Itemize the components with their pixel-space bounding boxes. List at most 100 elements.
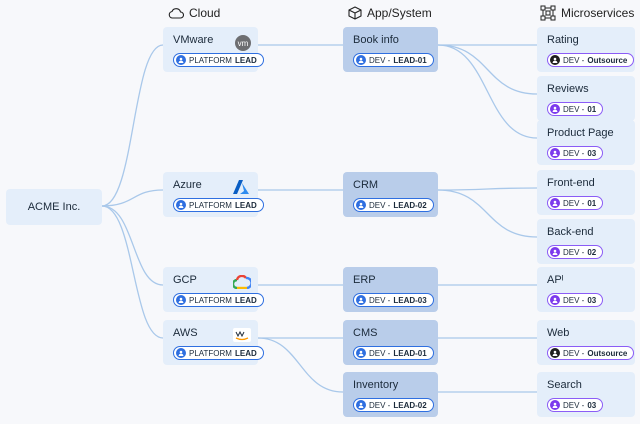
badge-level: Outsource [587, 55, 628, 65]
link-bookinfo-productpage [437, 44, 538, 139]
cloud-name: Azure [173, 179, 202, 191]
badge-level: 01 [587, 198, 597, 208]
cloud-name: VMware [173, 34, 214, 46]
service-node-rating[interactable]: Rating DEV - Outsource [537, 27, 635, 72]
platform-badge: PLATFORM LEAD [173, 346, 264, 360]
badge-role: DEV - [369, 55, 391, 65]
service-name: Product Page [547, 127, 614, 139]
app-node-inventory[interactable]: Inventory DEV - LEAD-02 [343, 372, 438, 417]
app-node-cms[interactable]: CMS DEV - LEAD-01 [343, 320, 438, 365]
service-node-search[interactable]: Search DEV - 03 [537, 372, 635, 417]
user-icon [550, 247, 560, 257]
badge-role: DEV - [563, 104, 585, 114]
cloud-node-aws[interactable]: AWS PLATFORM LEAD [163, 320, 264, 365]
badge-level: LEAD [234, 200, 257, 210]
service-node-frontend[interactable]: Front-end DEV - 01 [537, 170, 635, 215]
app-node-crm[interactable]: CRM DEV - LEAD-02 [343, 172, 438, 217]
service-node-web[interactable]: Web DEV - Outsource [537, 320, 635, 365]
user-icon [356, 55, 366, 65]
root-node[interactable]: ACME Inc. [6, 189, 102, 225]
user-icon [356, 348, 366, 358]
app-node-bookinfo[interactable]: Book info DEV - LEAD-01 [343, 27, 438, 72]
platform-badge: PLATFORM LEAD [173, 198, 264, 212]
badge-level: Outsource [587, 348, 628, 358]
cloud-node-gcp[interactable]: GCP PLATFORM LEAD [163, 267, 264, 312]
azure-logo-icon [233, 180, 249, 194]
user-icon [356, 200, 366, 210]
service-name: Rating [547, 34, 579, 46]
badge-role: PLATFORM [189, 348, 232, 358]
service-node-api[interactable]: APᴵ DEV - 03 [537, 267, 635, 312]
service-node-productpage[interactable]: Product Page DEV - 03 [537, 120, 635, 165]
dev-badge: DEV - 03 [547, 146, 604, 160]
header-app: App/System [348, 4, 432, 22]
user-icon [550, 400, 560, 410]
service-name: Back-end [547, 226, 594, 238]
app-name: Book info [353, 34, 399, 46]
badge-level: 03 [587, 295, 597, 305]
badge-role: DEV - [563, 247, 585, 257]
badge-level: LEAD-02 [393, 200, 427, 210]
badge-role: DEV - [563, 148, 585, 158]
badge-level: LEAD [234, 348, 257, 358]
header-app-label: App/System [367, 6, 432, 20]
badge-role: PLATFORM [189, 295, 232, 305]
cloud-name: AWS [173, 327, 198, 339]
badge-role: DEV - [369, 200, 391, 210]
badge-level: LEAD-01 [393, 55, 427, 65]
microservices-icon [540, 5, 556, 21]
header-micro-label: Microservices [561, 6, 635, 20]
user-icon [356, 295, 366, 305]
badge-role: DEV - [563, 400, 585, 410]
user-icon [176, 55, 186, 65]
app-name: Inventory [353, 379, 399, 391]
badge-level: 03 [587, 148, 597, 158]
platform-badge: PLATFORM LEAD [173, 293, 264, 307]
platform-badge: PLATFORM LEAD [173, 53, 264, 67]
badge-role: DEV - [369, 348, 391, 358]
dev-badge: DEV - LEAD-02 [353, 398, 434, 412]
badge-level: 01 [587, 104, 597, 114]
badge-level: LEAD-01 [393, 348, 427, 358]
user-icon [176, 295, 186, 305]
link-root-vmware [101, 44, 164, 207]
badge-level: LEAD-03 [393, 295, 427, 305]
app-node-erp[interactable]: ERP DEV - LEAD-03 [343, 267, 438, 312]
badge-role: DEV - [563, 198, 585, 208]
dev-badge: DEV - LEAD-03 [353, 293, 434, 307]
dev-badge: DEV - 01 [547, 102, 604, 116]
cloud-node-vmware[interactable]: VMware vm PLATFORM LEAD [163, 27, 264, 72]
dev-badge: DEV - 03 [547, 398, 604, 412]
service-node-reviews[interactable]: Reviews DEV - 01 [537, 76, 635, 121]
user-icon [550, 198, 560, 208]
app-name: ERP [353, 274, 376, 286]
user-icon [550, 295, 560, 305]
root-label: ACME Inc. [27, 201, 81, 213]
badge-role: DEV - [369, 400, 391, 410]
link-root-gcp [101, 205, 164, 286]
dev-badge: DEV - 02 [547, 245, 604, 259]
badge-role: PLATFORM [189, 55, 232, 65]
header-cloud-label: Cloud [189, 6, 221, 20]
outsource-badge: DEV - Outsource [547, 346, 635, 360]
app-name: CMS [353, 327, 378, 339]
cloud-node-azure[interactable]: Azure PLATFORM LEAD [163, 172, 264, 217]
badge-role: DEV - [369, 295, 391, 305]
service-node-backend[interactable]: Back-end DEV - 02 [537, 219, 635, 264]
cloud-icon [168, 8, 184, 19]
badge-level: 02 [587, 247, 597, 257]
badge-role: DEV - [563, 348, 585, 358]
header-cloud: Cloud [168, 4, 220, 22]
gcp-logo-icon [233, 275, 251, 289]
badge-level: LEAD-02 [393, 400, 427, 410]
outsource-badge: DEV - Outsource [547, 53, 635, 67]
badge-role: PLATFORM [189, 200, 232, 210]
user-icon [176, 200, 186, 210]
badge-level: 03 [587, 400, 597, 410]
badge-level: LEAD [234, 295, 257, 305]
dev-badge: DEV - LEAD-01 [353, 53, 434, 67]
aws-logo-icon [233, 328, 251, 342]
dev-badge: DEV - LEAD-01 [353, 346, 434, 360]
service-name: APᴵ [547, 274, 564, 286]
